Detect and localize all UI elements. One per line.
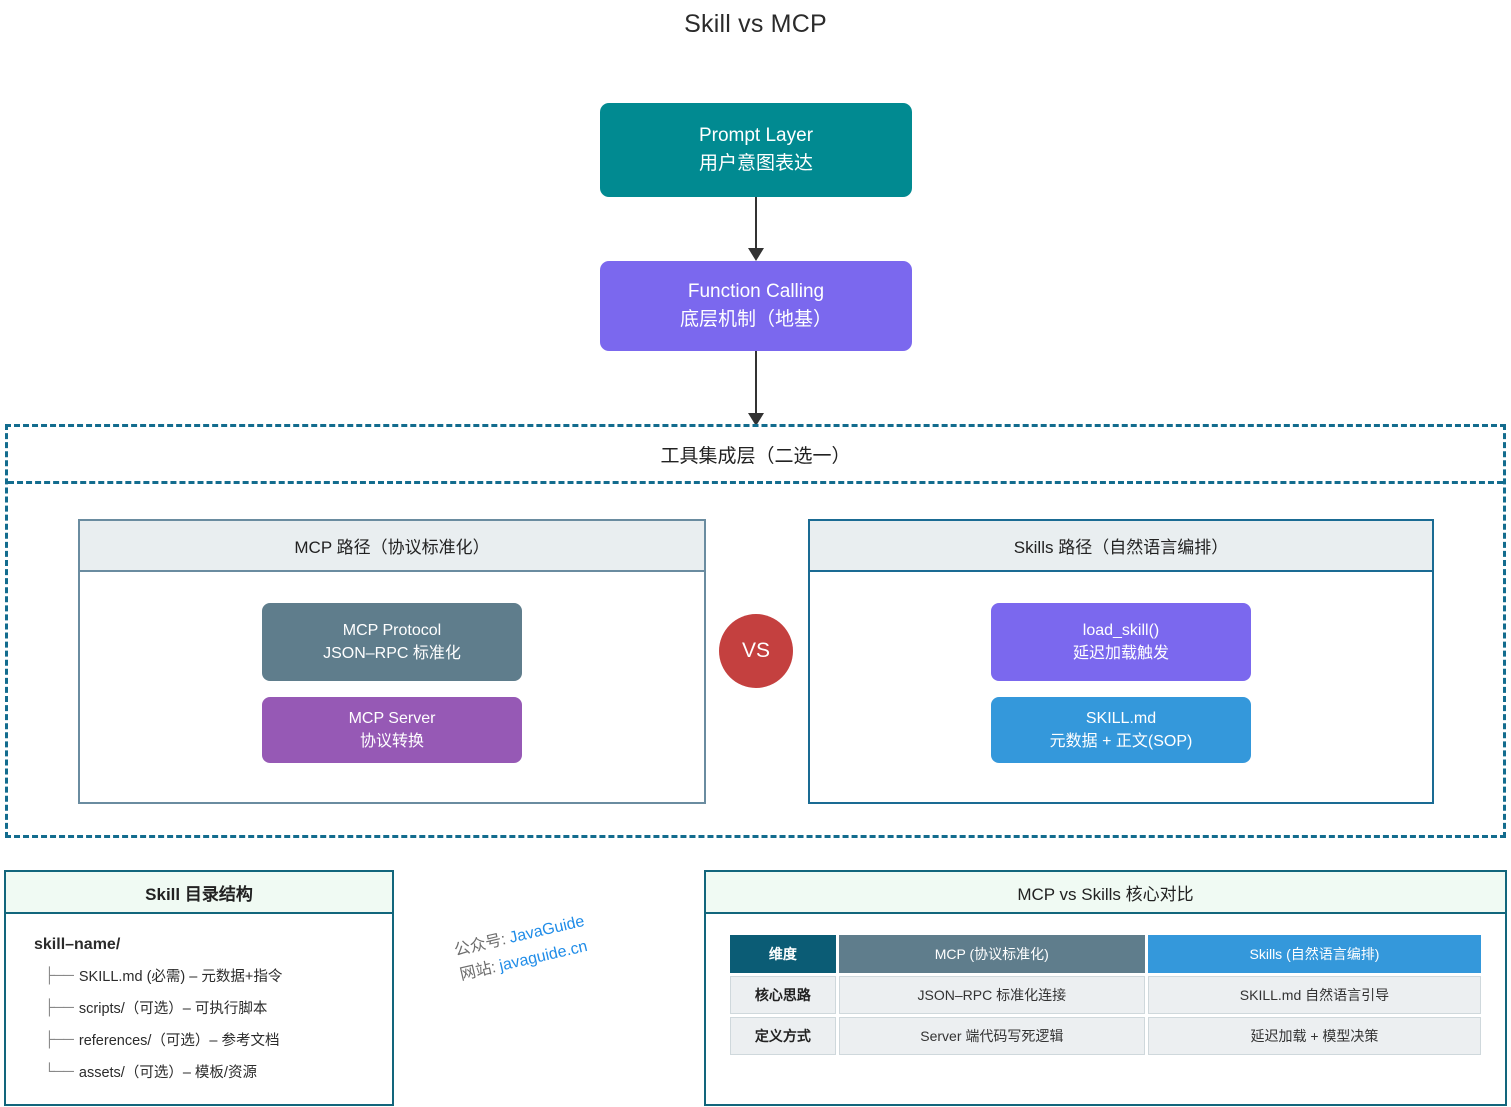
mcp-protocol-title: MCP Protocol [342, 621, 442, 639]
load-skill-title: load_skill() [1082, 621, 1160, 639]
skills-path-panel: Skills 路径（自然语言编排） load_skill() 延迟加载触发 SK… [808, 519, 1434, 804]
load-skill-subtitle: 延迟加载触发 [1072, 645, 1169, 662]
tree-item: ├── SKILL.md (必需) – 元数据+指令 [34, 965, 392, 986]
mcp-protocol-subtitle: JSON–RPC 标准化 [323, 645, 461, 662]
tree-item: └── assets/（可选）– 模板/资源 [34, 1061, 392, 1082]
watermark-value-1: JavaGuide [507, 913, 587, 947]
tree-branch-icon: ├── [44, 999, 74, 1016]
mcp-path-panel: MCP 路径（协议标准化） MCP Protocol JSON–RPC 标准化 … [78, 519, 706, 804]
down-arrow-icon [748, 351, 764, 426]
column-header-mcp: MCP (协议标准化) [838, 935, 1145, 973]
column-header-skills: Skills (自然语言编排) [1147, 935, 1481, 973]
comparison-table-head: 维度 MCP (协议标准化) Skills (自然语言编排) [730, 935, 1481, 973]
tree-item-label: scripts/（可选）– 可执行脚本 [78, 1001, 268, 1017]
mcp-server-card: MCP Server 协议转换 [262, 697, 522, 763]
column-header-dimension: 维度 [730, 935, 836, 973]
skills-path-body: load_skill() 延迟加载触发 SKILL.md 元数据 + 正文(SO… [810, 572, 1432, 802]
prompt-layer-node: Prompt Layer 用户意图表达 [600, 103, 912, 197]
watermark-label-2: 网站: [458, 958, 498, 984]
tree-item-label: references/（可选）– 参考文档 [78, 1033, 280, 1049]
cell-dimension: 定义方式 [730, 1017, 836, 1055]
mcp-protocol-card: MCP Protocol JSON–RPC 标准化 [262, 603, 522, 681]
skill-directory-tree: skill–name/ ├── SKILL.md (必需) – 元数据+指令 ├… [6, 914, 392, 1082]
table-header-row: 维度 MCP (协议标准化) Skills (自然语言编排) [730, 935, 1481, 973]
tree-item-label: assets/（可选）– 模板/资源 [78, 1065, 257, 1081]
tree-item: ├── scripts/（可选）– 可执行脚本 [34, 997, 392, 1018]
integration-layer-title: 工具集成层（二选一） [8, 427, 1503, 484]
cell-skills: 延迟加载 + 模型决策 [1147, 1017, 1481, 1055]
cell-skills: SKILL.md 自然语言引导 [1147, 976, 1481, 1014]
comparison-header: MCP vs Skills 核心对比 [706, 872, 1505, 914]
watermark-row: 公众号: JavaGuide [452, 910, 587, 964]
tree-branch-icon: ├── [44, 967, 74, 984]
skill-directory-header: Skill 目录结构 [6, 872, 392, 914]
arrow-stem [754, 197, 758, 249]
down-arrow-icon [748, 197, 764, 261]
watermark-value-2: javaguide.cn [497, 937, 590, 975]
comparison-card: MCP vs Skills 核心对比 维度 MCP (协议标准化) Skills… [704, 870, 1507, 1106]
page-title: Skill vs MCP [684, 10, 827, 38]
comparison-table: 维度 MCP (协议标准化) Skills (自然语言编排) 核心思路 JSON… [727, 932, 1484, 1058]
function-calling-subtitle: 底层机制（地基） [679, 309, 832, 330]
arrow-stem [754, 351, 758, 414]
tree-item-label: SKILL.md (必需) – 元数据+指令 [78, 969, 283, 985]
skill-directory-card: Skill 目录结构 skill–name/ ├── SKILL.md (必需)… [4, 870, 394, 1106]
load-skill-card: load_skill() 延迟加载触发 [991, 603, 1251, 681]
mcp-path-header: MCP 路径（协议标准化） [80, 521, 704, 572]
tree-root-label: skill–name/ [34, 936, 121, 953]
prompt-layer-title: Prompt Layer [698, 125, 814, 147]
watermark-row: 网站: javaguide.cn [458, 934, 593, 988]
skill-md-card: SKILL.md 元数据 + 正文(SOP) [991, 697, 1251, 763]
table-row: 定义方式 Server 端代码写死逻辑 延迟加载 + 模型决策 [730, 1017, 1481, 1055]
tree-item: ├── references/（可选）– 参考文档 [34, 1029, 392, 1050]
comparison-table-body: 核心思路 JSON–RPC 标准化连接 SKILL.md 自然语言引导 定义方式… [730, 976, 1481, 1055]
prompt-layer-subtitle: 用户意图表达 [698, 153, 813, 174]
skills-path-header: Skills 路径（自然语言编排） [810, 521, 1432, 572]
integration-layer-container: 工具集成层（二选一） [5, 424, 1506, 838]
arrow-head [748, 248, 764, 261]
mcp-server-title: MCP Server [348, 709, 436, 727]
skill-md-subtitle: 元数据 + 正文(SOP) [1049, 733, 1193, 750]
mcp-server-subtitle: 协议转换 [359, 733, 424, 750]
function-calling-node: Function Calling 底层机制（地基） [600, 261, 912, 351]
cell-mcp: Server 端代码写死逻辑 [838, 1017, 1145, 1055]
skill-md-title: SKILL.md [1085, 709, 1157, 727]
vs-badge: VS [719, 614, 793, 688]
watermark-label-1: 公众号: [452, 931, 508, 960]
tree-branch-icon: ├── [44, 1031, 74, 1048]
cell-mcp: JSON–RPC 标准化连接 [838, 976, 1145, 1014]
cell-dimension: 核心思路 [730, 976, 836, 1014]
table-row: 核心思路 JSON–RPC 标准化连接 SKILL.md 自然语言引导 [730, 976, 1481, 1014]
arrow-head [748, 413, 764, 426]
mcp-path-body: MCP Protocol JSON–RPC 标准化 MCP Server 协议转… [80, 572, 704, 802]
tree-branch-icon: └── [44, 1063, 74, 1080]
watermark: 公众号: JavaGuide 网站: javaguide.cn [452, 910, 593, 988]
function-calling-title: Function Calling [687, 281, 825, 303]
